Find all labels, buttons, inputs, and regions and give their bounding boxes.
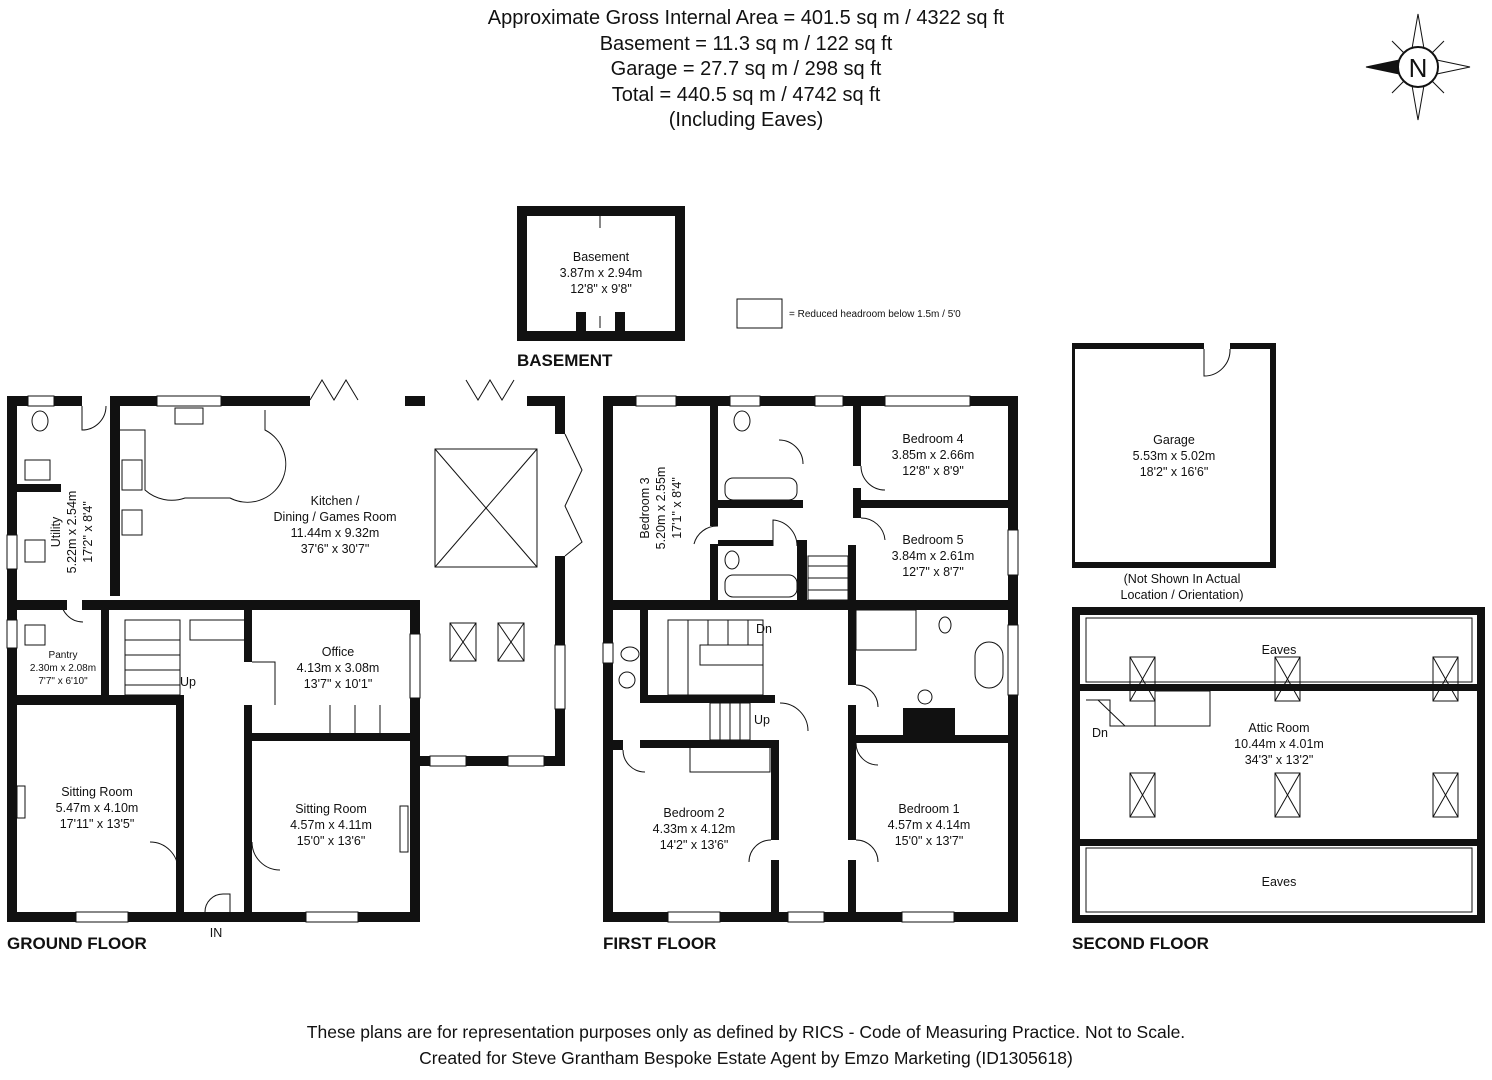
sitting-room-2-imperial: 15'0" x 13'6" [297,834,366,848]
office-metric: 4.13m x 3.08m [297,661,380,675]
attic-room-imperial: 34'3" x 13'2" [1245,753,1314,767]
sitting-room-2-label: Sitting Room [295,802,367,816]
second-floor-plan [1072,607,1485,923]
basement-floor-title: BASEMENT [517,351,613,370]
bedroom-5-label: Bedroom 5 [902,533,963,547]
compass-north-label: N [1409,53,1428,83]
sitting-room-1-label: Sitting Room [61,785,133,799]
basement-area-line: Basement = 11.3 sq m / 122 sq ft [599,32,893,55]
bedroom-1-metric: 4.57m x 4.14m [888,818,971,832]
gross-area-line: Approximate Gross Internal Area = 401.5 … [487,7,1005,29]
second-floor-title: SECOND FLOOR [1072,934,1209,953]
ground-floor-title: GROUND FLOOR [7,934,147,953]
bedroom-4-metric: 3.85m x 2.66m [892,448,975,462]
pantry-metric: 2.30m x 2.08m [30,663,96,674]
kitchen-metric: 11.44m x 9.32m [291,526,380,540]
bedroom-1-imperial: 15'0" x 13'7" [895,834,964,848]
second-stairs-down-label: Dn [1092,726,1108,740]
office-imperial: 13'7" x 10'1" [304,677,373,691]
utility-metric: 5.22m x 2.54m [65,491,79,574]
kitchen-label-2: Dining / Games Room [274,510,397,524]
sitting-room-2-metric: 4.57m x 4.11m [290,818,372,832]
garage-imperial: 18'2" x 16'6" [1140,465,1209,479]
garage-metric: 5.53m x 5.02m [1133,449,1216,463]
basement-imperial: 12'8" x 9'8" [570,282,632,296]
compass-icon: N [1365,13,1471,121]
bedroom-5-metric: 3.84m x 2.61m [892,549,975,563]
bedroom-1-label: Bedroom 1 [898,802,959,816]
area-summary: Approximate Gross Internal Area = 401.5 … [446,6,1046,134]
bedroom-3-imperial: 17'1" x 8'4" [670,477,684,539]
office-label: Office [322,645,354,659]
bedroom-5-imperial: 12'7" x 8'7" [902,565,964,579]
disclaimer: These plans are for representation purpo… [246,1019,1246,1071]
first-floor-plan [602,395,1019,923]
eaves-note-line: (Including Eaves) [668,109,824,131]
ground-stairs-up-label: Up [180,675,196,689]
utility-label: Utility [49,516,63,547]
bedroom-2-label: Bedroom 2 [663,806,724,820]
basement-metric: 3.87m x 2.94m [560,266,643,280]
first-floor-title: FIRST FLOOR [603,934,716,953]
ground-floor-plan [6,379,583,923]
first-stairs-up-label: Up [754,713,770,727]
legend-text: = Reduced headroom below 1.5m / 5'0 [789,309,961,320]
garage-label: Garage [1153,433,1195,447]
basement-label: Basement [573,250,630,264]
garage-note-1: (Not Shown In Actual [1124,572,1241,586]
bedroom-4-imperial: 12'8" x 8'9" [902,464,964,478]
attic-room-label: Attic Room [1248,721,1309,735]
pantry-imperial: 7'7" x 6'10" [38,676,88,687]
garage-area-line: Garage = 27.7 sq m / 298 sq ft [610,58,882,80]
entrance-label: IN [210,926,223,940]
eaves-top-label: Eaves [1262,643,1297,657]
attic-room-metric: 10.44m x 4.01m [1234,737,1324,751]
sitting-room-1-metric: 5.47m x 4.10m [56,801,139,815]
disclaimer-line-2: Created for Steve Grantham Bespoke Estat… [419,1048,1073,1068]
basement-plan [517,206,685,341]
first-stairs-down-label: Dn [756,622,772,636]
kitchen-label-1: Kitchen / [311,494,360,508]
utility-imperial: 17'2" x 8'4" [81,501,95,563]
disclaimer-line-1: These plans are for representation purpo… [306,1022,1186,1042]
bedroom-2-metric: 4.33m x 4.12m [653,822,736,836]
kitchen-imperial: 37'6" x 30'7" [301,542,370,556]
bedroom-2-imperial: 14'2" x 13'6" [660,838,729,852]
pantry-label: Pantry [49,650,78,661]
garage-plan [1072,343,1276,568]
bedroom-3-label: Bedroom 3 [638,477,652,538]
garage-note-2: Location / Orientation) [1121,588,1244,602]
sitting-room-1-imperial: 17'11" x 13'5" [60,817,135,831]
eaves-bottom-label: Eaves [1262,875,1297,889]
total-area-line: Total = 440.5 sq m / 4742 sq ft [611,83,881,106]
reduced-headroom-swatch [736,298,783,329]
bedroom-4-label: Bedroom 4 [902,432,963,446]
bedroom-3-metric: 5.20m x 2.55m [654,467,668,550]
